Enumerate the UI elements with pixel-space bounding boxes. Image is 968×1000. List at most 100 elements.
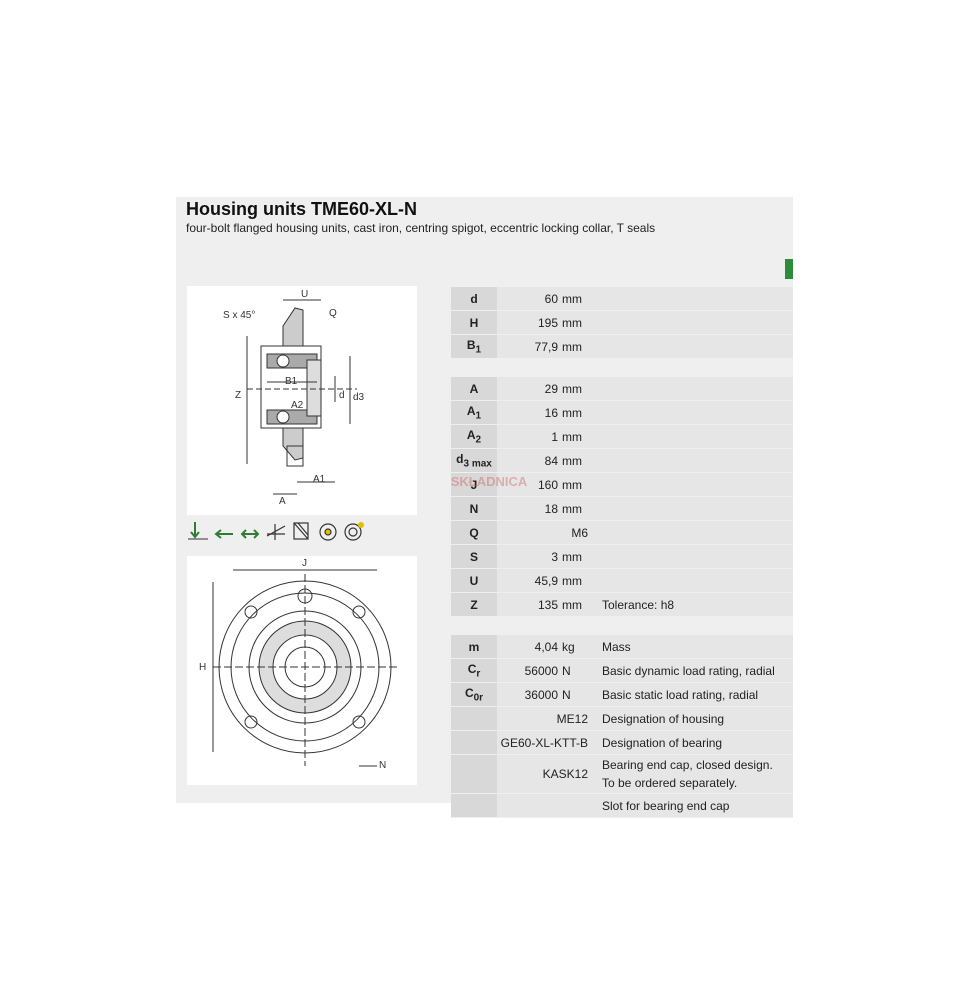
spec-value-text: 160 — [537, 477, 558, 492]
axial-load-icon — [214, 529, 233, 539]
spec-description-text: Tolerance: h8 — [602, 597, 675, 612]
spec-unit: mm — [562, 381, 582, 396]
spec-description — [594, 400, 793, 425]
spec-value-text: 29 — [544, 381, 558, 396]
spec-unit: mm — [562, 315, 582, 330]
side-tab-button[interactable] — [785, 259, 793, 279]
spec-symbol-subscript: 1 — [475, 410, 482, 422]
spec-symbol: A — [451, 377, 497, 401]
spec-value-text: 84 — [544, 453, 558, 468]
spec-row: J 160 mm — [451, 472, 793, 497]
spec-value-text: 135 — [537, 597, 558, 612]
dim-label-z: Z — [235, 390, 241, 401]
spec-row: H 195 mm — [451, 310, 793, 335]
spec-symbol-text: U — [469, 573, 479, 588]
spec-value-text: 56000 — [524, 663, 558, 678]
spec-symbol-text: B — [466, 337, 476, 352]
spec-symbol-subscript: r — [476, 668, 481, 680]
spec-value: 1 mm — [497, 424, 594, 449]
spec-row: Slot for bearing end cap — [451, 793, 793, 818]
spec-unit: mm — [562, 405, 582, 420]
watermark: SKŁADNICA — [450, 474, 528, 489]
spec-description — [594, 334, 793, 359]
spec-value: 60 mm — [497, 287, 594, 311]
spec-symbol — [451, 730, 497, 755]
speed-icon — [319, 523, 337, 541]
section-drawing-svg: U S x 45° Q Z B1 d d3 A2 A1 A — [223, 289, 365, 507]
spec-description-text: Bearing end cap, closed design. — [602, 758, 773, 772]
spec-gap-cell — [451, 616, 793, 635]
spec-value: 29 mm — [497, 377, 594, 401]
spec-symbol-subscript: 2 — [475, 434, 482, 446]
spec-symbol: S — [451, 544, 497, 569]
spec-value-text: ME12 — [556, 711, 588, 726]
spec-symbol: J — [451, 472, 497, 497]
spec-value-text: 1 — [551, 429, 558, 444]
spec-symbol-text: d — [456, 451, 464, 466]
spec-description: Designation of housing — [594, 706, 793, 731]
spec-unit: kg — [562, 639, 575, 654]
spec-group-gap — [451, 358, 793, 377]
spec-description: Designation of bearing — [594, 730, 793, 755]
spec-value-text: 60 — [544, 291, 558, 306]
spec-description-text: Slot for bearing end cap — [602, 798, 730, 813]
page-title: Housing units TME60-XL-N — [186, 199, 417, 219]
spec-value-text: 45,9 — [534, 573, 558, 588]
spec-description: Tolerance: h8 — [594, 592, 793, 617]
spec-value: M6 — [497, 520, 594, 545]
spec-unit: mm — [562, 549, 582, 564]
spec-symbol: A2 — [451, 424, 497, 449]
spec-unit: mm — [562, 477, 582, 492]
spec-value: 160 mm — [497, 472, 594, 497]
spec-symbol-text: N — [469, 501, 479, 516]
spec-value-text: KASK12 — [542, 767, 588, 781]
spec-symbol-subscript: 3 max — [463, 458, 492, 470]
dim-label-a1: A1 — [313, 474, 326, 485]
spec-gap-cell — [451, 358, 793, 377]
product-panel: Housing units TME60-XL-N four-bolt flang… — [176, 197, 793, 818]
spec-symbol: A1 — [451, 400, 497, 425]
spec-symbol-text: H — [469, 315, 479, 330]
spec-description: Basic static load rating, radial — [594, 682, 793, 707]
dim-label-n: N — [379, 760, 386, 771]
bidirectional-axial-load-icon — [240, 529, 260, 539]
spec-group-gap — [451, 616, 793, 635]
spec-unit: mm — [562, 291, 582, 306]
spec-symbol: B1 — [451, 334, 497, 359]
oscillation-icon — [293, 522, 309, 540]
spec-unit: mm — [562, 429, 582, 444]
spec-description — [594, 496, 793, 521]
dim-label-u: U — [301, 289, 308, 300]
spec-value-text: 18 — [544, 501, 558, 516]
spec-value-text: M6 — [571, 525, 588, 540]
spec-symbol-subscript: 0r — [473, 692, 484, 704]
misalignment-icon — [266, 524, 286, 540]
spec-value-text: 195 — [537, 315, 558, 330]
spec-symbol-subscript: 1 — [475, 344, 482, 356]
dim-label-b1: B1 — [285, 376, 298, 387]
spec-description-text: Designation of housing — [602, 711, 725, 726]
spec-symbol-text: A — [469, 381, 479, 396]
dim-label-d: d — [339, 390, 345, 401]
dim-label-q: Q — [329, 308, 337, 319]
spec-description: Basic dynamic load rating, radial — [594, 658, 793, 683]
spec-value: 195 mm — [497, 310, 594, 335]
spec-symbol: Z — [451, 592, 497, 617]
spec-value — [497, 793, 594, 818]
spec-row: ME12 Designation of housing — [451, 706, 793, 731]
spec-symbol: Cr — [451, 658, 497, 683]
